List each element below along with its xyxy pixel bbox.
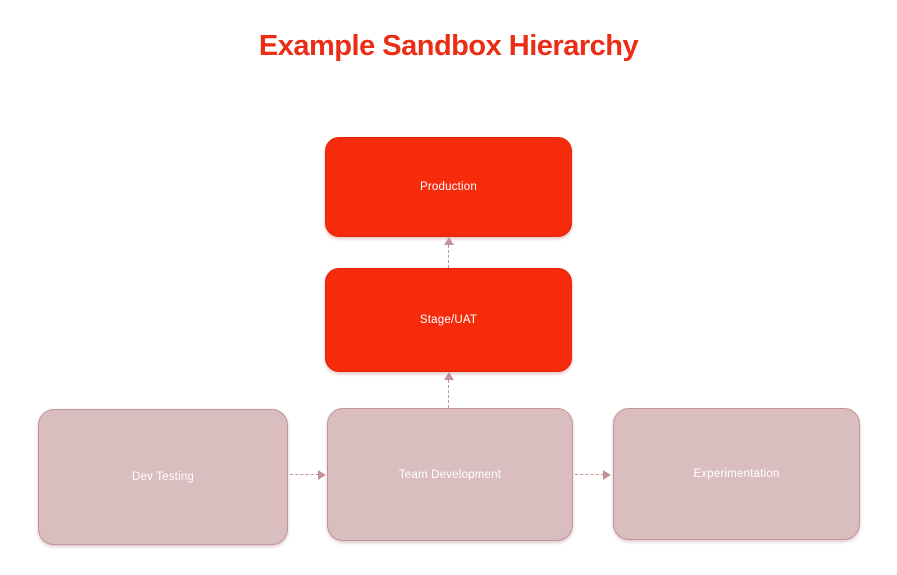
arrow-up-icon (444, 237, 454, 245)
node-team-development: Team Development (327, 408, 573, 541)
node-dev-testing-label: Dev Testing (131, 471, 195, 483)
arrow-up-icon (444, 372, 454, 380)
arrow-stage-uat-to-production-line (448, 245, 449, 268)
node-stage-uat: Stage/UAT (325, 268, 572, 372)
arrow-dev-testing-to-team-development-line (290, 474, 319, 475)
node-production-label: Production (420, 181, 477, 193)
node-dev-testing: Dev Testing (38, 409, 288, 545)
diagram-title: Example Sandbox Hierarchy (258, 30, 639, 62)
node-production: Production (325, 137, 572, 237)
arrow-right-icon (603, 470, 611, 480)
arrow-right-icon (318, 470, 326, 480)
node-experimentation: Experimentation (613, 408, 860, 540)
arrow-team-development-to-stage-uat-line (448, 380, 449, 408)
arrow-team-development-to-experimentation-line (575, 474, 604, 475)
node-team-development-label: Team Development (398, 468, 502, 481)
node-stage-uat-label: Stage/UAT (419, 314, 478, 326)
node-experimentation-label: Experimentation (693, 468, 780, 480)
